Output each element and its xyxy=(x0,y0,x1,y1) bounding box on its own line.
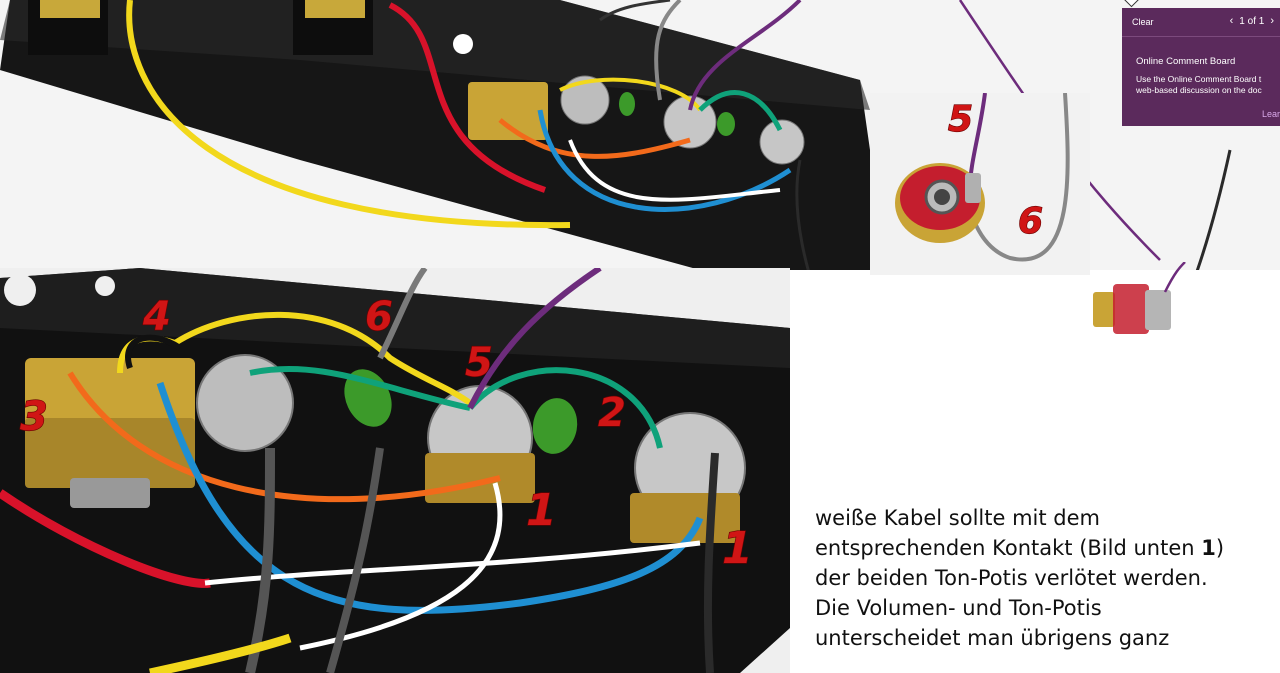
jack-photo-small xyxy=(1085,262,1195,362)
clear-button[interactable]: Clear xyxy=(1132,17,1154,27)
comment-board-description-line-1: Use the Online Comment Board t xyxy=(1136,74,1262,84)
online-comment-panel: Clear ‹ 1 of 1 › Online Comment Board Us… xyxy=(1122,8,1280,126)
caption-line-2-bold: 1 xyxy=(1201,536,1216,560)
next-page-chevron-icon[interactable]: › xyxy=(1270,15,1274,27)
pager-text: 1 of 1 xyxy=(1239,15,1265,27)
caption-line-3: der beiden Ton-Potis verlötet werden. xyxy=(815,566,1208,590)
caption-line-2-start: entsprechenden Kontakt (Bild unten xyxy=(815,536,1202,560)
comment-toolbar: Clear ‹ 1 of 1 › xyxy=(1122,8,1280,37)
pager: ‹ 1 of 1 › xyxy=(1230,15,1274,27)
main-wiring-photo: 4 6 3 5 2 1 1 xyxy=(0,268,790,673)
comment-board-title: Online Comment Board xyxy=(1136,56,1236,67)
main-label-4: 4 xyxy=(142,294,171,340)
main-label-5: 5 xyxy=(465,340,493,386)
prev-page-chevron-icon[interactable]: ‹ xyxy=(1229,15,1234,27)
caption-line-4: Die Volumen- und Ton-Potis xyxy=(815,596,1102,620)
top-wiring-illustration xyxy=(0,0,1232,270)
jack-small-illustration xyxy=(1093,262,1186,334)
learn-more-link[interactable]: Lear xyxy=(1261,109,1280,119)
main-label-1-left: 1 xyxy=(526,485,557,536)
comment-board-description-line-2: web-based discussion on the doc xyxy=(1136,85,1262,95)
main-wiring-illustration: 4 6 3 5 2 1 1 xyxy=(0,268,790,673)
inset-label-6: 6 xyxy=(1018,201,1043,242)
inset-jack-illustration: 5 6 xyxy=(895,93,1070,262)
main-label-2: 2 xyxy=(598,390,626,436)
inset-label-5: 5 xyxy=(948,99,973,140)
caption-line-5: unterscheidet man übrigens ganz xyxy=(815,626,1170,650)
caption-text: weiße Kabel sollte mit dem entsprechende… xyxy=(815,503,1275,653)
main-label-1-right: 1 xyxy=(722,523,753,574)
caption-line-1: weiße Kabel sollte mit dem xyxy=(815,506,1100,530)
top-wiring-photo xyxy=(0,0,1280,270)
main-label-6: 6 xyxy=(365,294,393,340)
caption-line-2-end: ) xyxy=(1215,536,1225,560)
comment-board-description: Use the Online Comment Board t web-based… xyxy=(1136,74,1280,96)
caption-line-2: entsprechenden Kontakt (Bild unten 1) xyxy=(815,533,1275,563)
inset-jack-photo: 5 6 xyxy=(870,93,1090,275)
main-label-3: 3 xyxy=(20,394,48,440)
